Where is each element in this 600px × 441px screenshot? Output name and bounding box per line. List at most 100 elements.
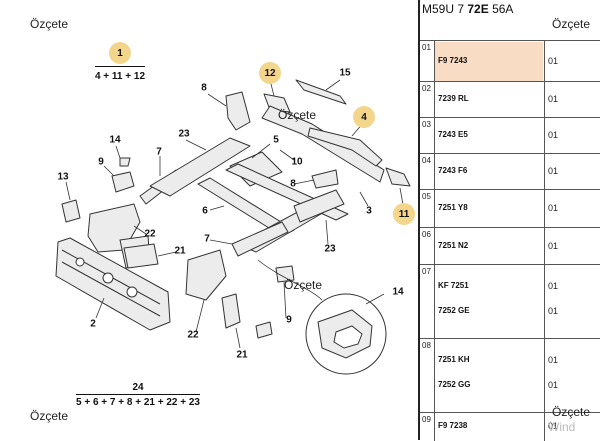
part-4-shape[interactable] bbox=[261, 105, 385, 183]
part-4-upper bbox=[307, 127, 383, 167]
exploded-parts-drawing bbox=[55, 79, 411, 375]
part-14-small-shape[interactable] bbox=[119, 157, 131, 167]
row-index: 08 bbox=[422, 341, 431, 350]
panel-title-prefix: M59U 7 bbox=[422, 2, 465, 16]
callout-22-left[interactable]: 22 bbox=[144, 228, 156, 240]
part-8-top-shape[interactable] bbox=[225, 91, 251, 131]
os-activation-overlay: Wind bbox=[548, 420, 576, 434]
callout-badge-11[interactable]: 11 bbox=[393, 203, 415, 225]
callout-badge-12[interactable]: 12 bbox=[259, 62, 281, 84]
callout-15[interactable]: 15 bbox=[339, 67, 351, 79]
part-23-top-shape[interactable] bbox=[149, 137, 251, 197]
callout-9-left[interactable]: 9 bbox=[98, 156, 104, 168]
part-21-lower-shape[interactable] bbox=[221, 293, 241, 329]
part-15-shape[interactable] bbox=[295, 79, 347, 105]
callout-8-right[interactable]: 8 bbox=[290, 178, 296, 190]
callout-8-top[interactable]: 8 bbox=[201, 82, 207, 94]
part-9-left-shape[interactable] bbox=[111, 171, 135, 193]
callout-21-left[interactable]: 21 bbox=[174, 245, 186, 257]
column-divider bbox=[544, 118, 545, 154]
callout-6[interactable]: 6 bbox=[202, 205, 208, 217]
callout-2[interactable]: 2 bbox=[90, 318, 96, 330]
row-index: 03 bbox=[422, 120, 431, 129]
column-divider bbox=[544, 413, 545, 441]
part-quantity: 01 bbox=[548, 94, 559, 104]
part-code[interactable]: 7251 Y8 bbox=[438, 203, 468, 212]
formula-top-number[interactable]: 1 bbox=[109, 42, 131, 64]
row-index: 06 bbox=[422, 230, 431, 239]
callout-23-right[interactable]: 23 bbox=[324, 243, 336, 255]
panel-title-suffix: 56A bbox=[492, 2, 514, 16]
callout-13[interactable]: 13 bbox=[57, 171, 69, 183]
watermark-text: Özçete bbox=[552, 405, 591, 419]
watermark-text: Özçete bbox=[30, 17, 69, 31]
part-quantity: 01 bbox=[548, 380, 559, 391]
part-code[interactable]: 7251 N2 bbox=[438, 240, 469, 250]
column-divider bbox=[434, 339, 435, 413]
part-9-lower-shape[interactable] bbox=[275, 265, 295, 283]
column-divider bbox=[544, 82, 545, 118]
formula-top-parts: 4 + 11 + 12 bbox=[94, 71, 146, 82]
callout-badge-4[interactable]: 4 bbox=[353, 106, 375, 128]
part-code[interactable]: F9 7238 bbox=[438, 421, 468, 430]
column-divider bbox=[544, 228, 545, 265]
callout-14-small[interactable]: 14 bbox=[109, 134, 121, 146]
part-8-right-shape[interactable] bbox=[311, 169, 339, 189]
formula-bottom-number[interactable]: 24 bbox=[76, 382, 200, 395]
row-index: 04 bbox=[422, 156, 431, 165]
part-code[interactable]: 7239 RL bbox=[438, 94, 469, 103]
panel-title: M59U 7 72E 56A bbox=[422, 2, 513, 16]
part-11-shape[interactable] bbox=[385, 167, 411, 187]
part-code[interactable]: 7243 E5 bbox=[438, 130, 468, 139]
column-divider bbox=[434, 413, 435, 441]
column-divider bbox=[434, 82, 435, 118]
row-index: 01 bbox=[422, 43, 431, 52]
column-divider bbox=[544, 339, 545, 413]
part-code[interactable]: 7251 KH bbox=[438, 355, 470, 365]
part-7-lower-shape[interactable] bbox=[231, 221, 289, 257]
callout-7-left[interactable]: 7 bbox=[156, 146, 162, 158]
formula-bottom-parts: 5 + 6 + 7 + 8 + 21 + 22 + 23 bbox=[76, 397, 200, 408]
part-14-detail-inset[interactable] bbox=[305, 293, 387, 375]
callout-5[interactable]: 5 bbox=[273, 134, 279, 146]
panel-title-bold: 72E bbox=[467, 2, 489, 16]
parts-row-03[interactable]: 03 7243 E5 01 bbox=[420, 117, 600, 154]
callout-7-lower[interactable]: 7 bbox=[204, 233, 210, 245]
part-quantity: 01 bbox=[548, 306, 559, 317]
part-13-shape[interactable] bbox=[61, 199, 81, 223]
part-quantity: 01 bbox=[548, 130, 559, 140]
part-quantity: 01 bbox=[548, 281, 559, 292]
assembly-formula-bottom: 24 5 + 6 + 7 + 8 + 21 + 22 + 23 bbox=[76, 382, 200, 408]
column-divider bbox=[544, 154, 545, 190]
part-2-shape[interactable] bbox=[55, 237, 171, 331]
part-code[interactable]: 7243 F6 bbox=[438, 166, 468, 175]
part-code[interactable]: 7252 GG bbox=[438, 380, 471, 390]
column-divider bbox=[434, 228, 435, 265]
callout-14-inset[interactable]: 14 bbox=[392, 286, 404, 298]
part-22-center-shape[interactable] bbox=[185, 249, 227, 301]
callout-9-lower[interactable]: 9 bbox=[286, 314, 292, 326]
part-code[interactable]: 7252 GE bbox=[438, 306, 470, 316]
part-code[interactable]: KF 7251 bbox=[438, 281, 469, 291]
part-code[interactable]: F9 7243 bbox=[438, 55, 468, 65]
callout-22-center[interactable]: 22 bbox=[187, 329, 199, 341]
callout-23-top[interactable]: 23 bbox=[178, 128, 190, 140]
callout-3[interactable]: 3 bbox=[366, 205, 372, 217]
part-21-left-shape[interactable] bbox=[123, 243, 159, 269]
column-divider bbox=[434, 118, 435, 154]
column-divider bbox=[544, 190, 545, 228]
column-divider bbox=[434, 190, 435, 228]
callout-10[interactable]: 10 bbox=[291, 156, 303, 168]
watermark-text: Özçete bbox=[552, 17, 591, 31]
callout-21-lower[interactable]: 21 bbox=[236, 349, 248, 361]
column-divider bbox=[544, 41, 545, 82]
